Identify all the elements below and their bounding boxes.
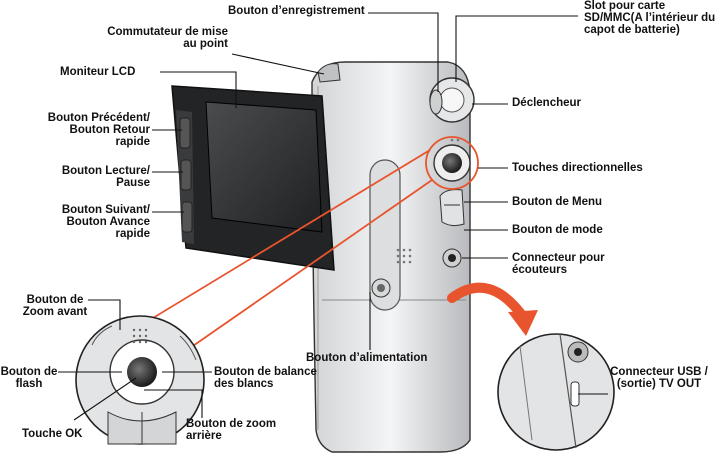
- label-next-button: Bouton Suivant/ Bouton Avance rapide: [61, 204, 150, 240]
- label-menu-button: Bouton de Menu: [512, 196, 603, 208]
- label-usb-connector: Connecteur USB / (sortie) TV OUT: [610, 366, 708, 390]
- record-button: [429, 89, 443, 115]
- joystick-detail-circle: [75, 315, 205, 445]
- label-lcd-monitor: Moniteur LCD: [60, 66, 136, 78]
- label-white-balance: Bouton de balance des blancs: [214, 366, 317, 390]
- label-play-pause-button: Bouton Lecture/ Pause: [61, 165, 150, 189]
- label-ok-key: Touche OK: [22, 428, 83, 440]
- label-previous-button: Bouton Précédent/ Bouton Retour rapide: [47, 112, 150, 148]
- label-shutter: Déclencheur: [512, 97, 582, 109]
- label-flash-button: Bouton de flash: [0, 366, 58, 390]
- curved-arrow: [447, 282, 538, 336]
- label-record-button: Bouton d’enregistrement: [228, 5, 365, 17]
- label-card-slot: Slot pour carte SD/MMC(A l’intérieur du …: [584, 0, 715, 36]
- label-focus-switch: Commutateur de mise au point: [107, 26, 228, 50]
- lcd-monitor: [171, 85, 335, 271]
- usb-detail-circle: [497, 333, 615, 451]
- label-zoom-in: Bouton de Zoom avant: [22, 294, 88, 318]
- label-directional-keys: Touches directionnelles: [512, 162, 643, 174]
- camcorder-body: [311, 61, 471, 453]
- monitor-side-buttons: [179, 117, 193, 233]
- joystick: [433, 144, 471, 182]
- label-zoom-out: Bouton de zoom arrière: [186, 418, 277, 442]
- label-earphone-connector: Connecteur pour écouteurs: [512, 252, 605, 276]
- power-button: [371, 278, 391, 298]
- earphone-jack: [442, 248, 462, 268]
- menu-mode-buttons: [439, 189, 465, 227]
- zoom-highlight: [119, 136, 479, 349]
- leader-lines: [58, 12, 608, 421]
- label-mode-button: Bouton de mode: [512, 224, 603, 236]
- label-power-button: Bouton d’alimentation: [306, 352, 428, 364]
